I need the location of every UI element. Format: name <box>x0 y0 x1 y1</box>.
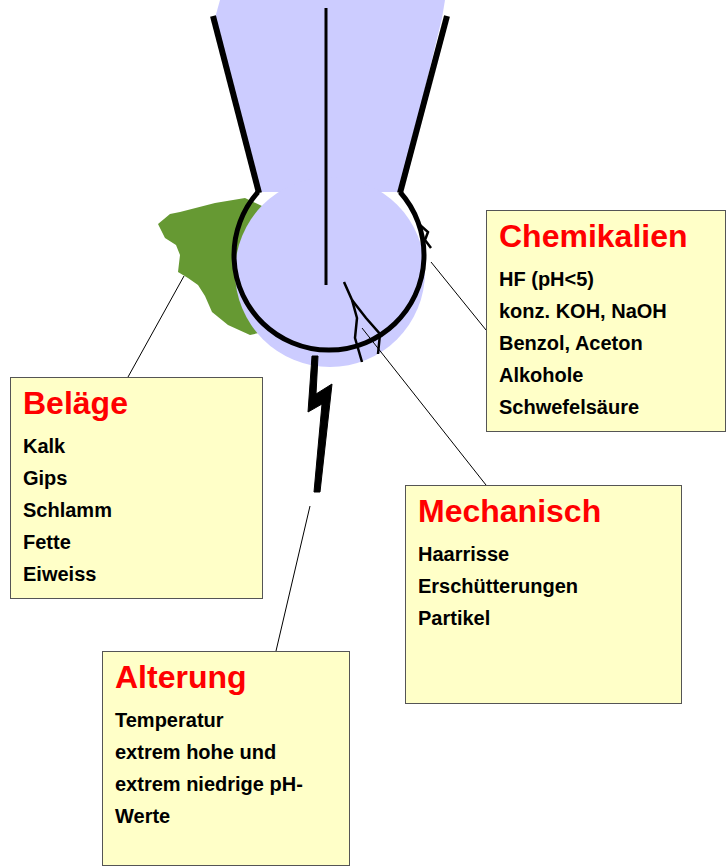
callout-heading: Beläge <box>23 384 252 422</box>
callout-item: HF (pH<5) <box>499 263 715 295</box>
leader-line <box>431 262 486 330</box>
hairline-crack <box>344 282 362 362</box>
leader-line <box>128 276 184 377</box>
leader-line <box>362 328 486 485</box>
callout-item: Kalk <box>23 430 252 462</box>
callout-heading: Mechanisch <box>418 492 671 530</box>
callout-box: BelägeKalkGipsSchlammFetteEiweiss <box>10 377 263 599</box>
leader-line <box>276 506 310 651</box>
callout-box: MechanischHaarrisseErschütterungenPartik… <box>405 485 682 704</box>
callout-item: Temperatur <box>115 704 339 736</box>
callout-item: Benzol, Aceton <box>499 327 715 359</box>
callout-item: Erschütterungen <box>418 570 671 602</box>
callout-item: Schlamm <box>23 494 252 526</box>
bulb-outline <box>234 192 424 350</box>
callout-heading: Alterung <box>115 658 339 696</box>
callout-heading: Chemikalien <box>499 217 715 255</box>
callout-item: extrem hohe und extrem niedrige pH-Werte <box>115 736 339 832</box>
shaft-outline <box>213 16 259 193</box>
lightning-bolt <box>308 356 332 492</box>
chemical-damage <box>420 225 431 248</box>
callout-item: Eiweiss <box>23 558 252 590</box>
glass-bulb <box>235 177 425 367</box>
callout-item: konz. KOH, NaOH <box>499 295 715 327</box>
shaft-outline <box>400 16 447 193</box>
callout-item: Schwefelsäure <box>499 391 715 423</box>
inner-lead <box>325 8 328 285</box>
callout-box: Chemikalien HF (pH<5)konz. KOH, NaOHBenzo… <box>486 210 726 432</box>
callout-box: AlterungTemperaturextrem hohe und extrem… <box>102 651 350 866</box>
callout-item: Alkohole <box>499 359 715 391</box>
callout-item: Gips <box>23 462 252 494</box>
callout-item: Partikel <box>418 602 671 634</box>
callout-item: Haarrisse <box>418 538 671 570</box>
callout-item: Fette <box>23 526 252 558</box>
